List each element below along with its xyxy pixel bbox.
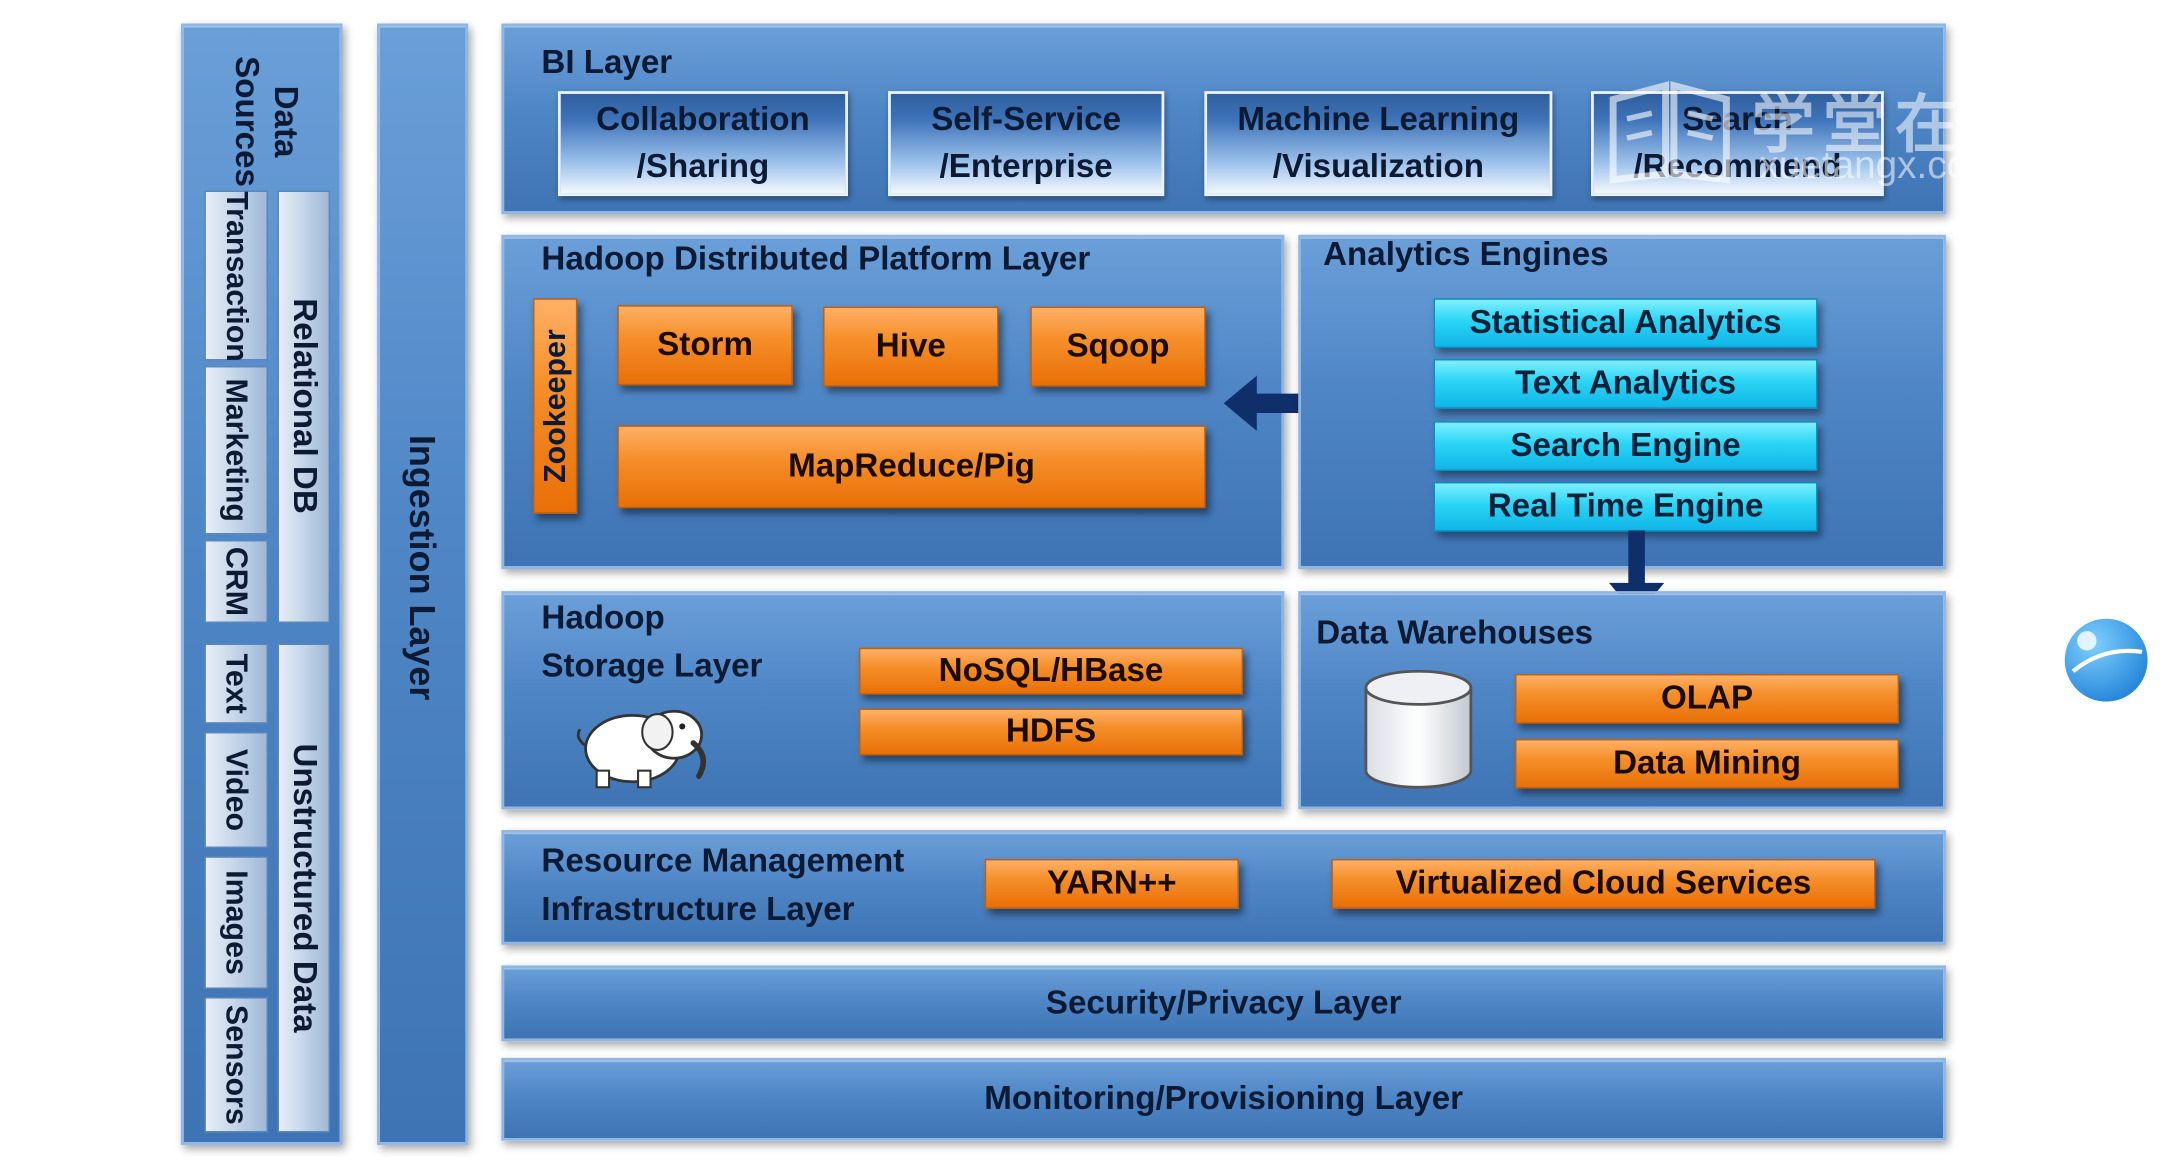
ingestion-layer-label: Ingestion Layer [401,434,444,701]
bi-collaboration-line2: /Sharing [636,147,770,186]
sqoop-box: Sqoop [1030,306,1206,387]
ingestion-layer-panel [377,23,469,1145]
security-privacy-panel: Security/Privacy Layer [501,965,1946,1042]
bi-layer-title: BI Layer [541,44,673,82]
data-source-sensors-label: Sensors [219,1004,255,1125]
data-source-video-label: Video [219,748,255,832]
data-source-images [204,856,268,989]
data-source-video [204,731,268,848]
security-privacy-label: Security/Privacy Layer [1045,984,1402,1022]
bi-self-service-box: Self-Service /Enterprise [888,91,1165,197]
real-time-engine-box: Real Time Engine [1433,482,1818,532]
arrow-left-icon [1223,375,1354,431]
monitoring-provisioning-label: Monitoring/Provisioning Layer [984,1080,1464,1118]
bi-machine-learning-line2: /Visualization [1272,147,1484,186]
monitoring-provisioning-panel: Monitoring/Provisioning Layer [501,1057,1946,1141]
hadoop-platform-panel [501,234,1285,570]
bi-search-line1: Search [1682,100,1793,139]
bi-collaboration-box: Collaboration /Sharing [557,91,848,197]
data-warehouses-title: Data Warehouses [1316,614,1594,652]
data-source-sensors [204,997,268,1133]
text-analytics-box: Text Analytics [1433,359,1818,409]
relational-db-label: Relational DB [285,298,324,514]
database-cylinder-icon [1364,669,1473,789]
hadoop-platform-title: Hadoop Distributed Platform Layer [541,240,1091,278]
data-mining-box: Data Mining [1515,738,1900,789]
resource-management-title-line1: Resource Management [541,842,905,880]
watermark-url-text: xuetangx.com [1759,143,2001,187]
resource-management-title-line2: Infrastructure Layer [541,890,855,929]
statistical-analytics-box: Statistical Analytics [1433,298,1818,349]
zookeeper-label: Zookeeper [537,329,572,483]
unstructured-data-label: Unstructured Data [285,743,324,1033]
xuetangx-logo-icon [1609,81,1730,184]
data-source-crm [204,540,268,623]
bi-self-service-line1: Self-Service [931,100,1122,139]
data-sources-title: Data Sources [227,56,304,187]
data-source-marketing-label: Marketing [219,378,255,522]
storage-layer-title-line1: Hadoop [541,599,665,637]
hive-box: Hive [823,306,999,387]
floating-assistant-icon[interactable] [2062,616,2150,704]
bi-self-service-line2: /Enterprise [939,147,1113,186]
data-source-text-label: Text [219,653,255,714]
data-source-transaction [204,190,268,361]
bi-machine-learning-box: Machine Learning /Visualization [1204,91,1553,197]
olap-box: OLAP [1515,673,1900,724]
search-engine-box: Search Engine [1433,421,1818,471]
analytics-engines-title: Analytics Engines [1323,236,1609,274]
relational-db-box [277,190,331,623]
zookeeper-box [533,298,578,514]
nosql-hbase-box: NoSQL/HBase [859,647,1243,695]
data-source-transaction-label: Transaction [220,191,255,362]
yarn-box: YARN++ [984,859,1239,909]
hadoop-elephant-icon [576,709,706,789]
storm-box: Storm [617,305,793,386]
bi-machine-learning-line1: Machine Learning [1237,100,1520,139]
watermark-cn-text: 学堂在线 [1751,88,2039,161]
hdfs-box: HDFS [859,708,1243,756]
bi-collaboration-line1: Collaboration [596,100,810,139]
storage-layer-title-line2: Storage Layer [541,647,763,686]
data-source-marketing [204,365,268,535]
data-source-images-label: Images [219,870,255,975]
data-source-text [204,643,268,724]
unstructured-data-box [277,643,331,1133]
virtualized-cloud-services-box: Virtualized Cloud Services [1331,859,1876,909]
data-source-crm-label: CRM [219,546,255,617]
mapreduce-pig-box: MapReduce/Pig [617,425,1206,509]
